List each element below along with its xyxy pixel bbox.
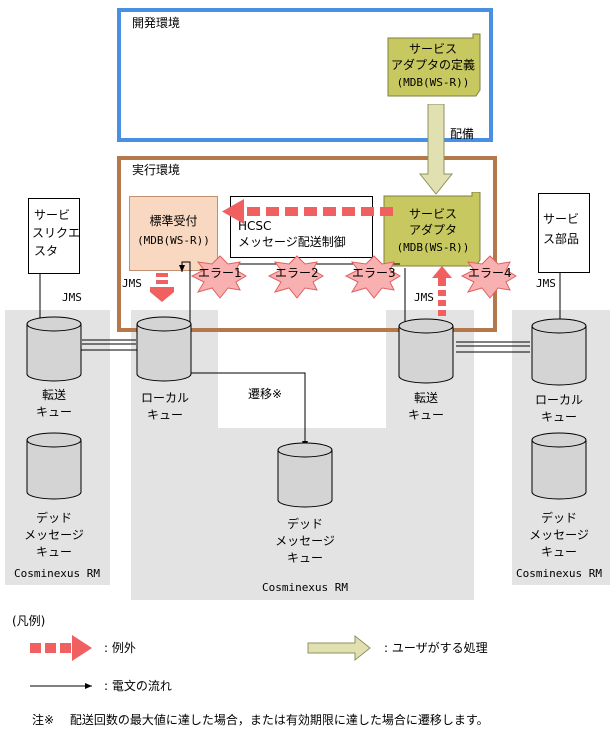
requester-label-2: スリクエ bbox=[32, 226, 81, 240]
center-dead-label-1: デッド bbox=[286, 517, 323, 531]
adapter-def-label-1: サービス bbox=[408, 42, 457, 56]
left-dead-label-2: メッセージ bbox=[24, 528, 84, 542]
error-label-4: エラー4 bbox=[468, 266, 512, 280]
right-dead-label-3: キュー bbox=[540, 545, 577, 559]
center-dead-label-3: キュー bbox=[286, 551, 323, 565]
standard-reception-box bbox=[129, 196, 218, 271]
requester-label-1: サービ bbox=[34, 208, 71, 222]
hcsc-label-1: HCSC bbox=[238, 219, 272, 233]
error-label-3: エラー3 bbox=[352, 266, 396, 280]
service-component-box bbox=[538, 193, 590, 273]
flow-local-to-standard bbox=[179, 261, 191, 350]
adapter-label-1: サービス bbox=[408, 207, 457, 221]
center-rm-label: Cosminexus RM bbox=[261, 581, 349, 594]
hcsc-box bbox=[230, 196, 373, 258]
adapter-label-3: (MDB(WS-R)) bbox=[396, 241, 470, 254]
queue-cylinders bbox=[26, 316, 587, 508]
adapter-label-2: アダプタ bbox=[408, 223, 457, 237]
error-label-2: エラー2 bbox=[275, 266, 319, 280]
adapter-def-shape bbox=[387, 33, 481, 97]
left-dead-label-1: デッド bbox=[35, 511, 72, 525]
dev-env-box bbox=[117, 8, 493, 142]
standard-label-2: (MDB(WS-R)) bbox=[137, 234, 210, 247]
footnote: 注※ 配送回数の最大値に達した場合，または有効期限に達した場合に遷移します。 bbox=[32, 713, 489, 727]
left-rm-label: Cosminexus RM bbox=[13, 567, 101, 580]
adapter-def-label-2: アダプタの定義 bbox=[390, 58, 475, 72]
adapter-shape bbox=[383, 192, 481, 267]
dev-env-label: 開発環境 bbox=[132, 16, 181, 30]
flow-transition bbox=[182, 372, 308, 448]
jms-label-standard: JMS bbox=[122, 277, 142, 290]
error-stars bbox=[190, 255, 517, 299]
right-dead-label-1: デッド bbox=[540, 511, 577, 525]
legend-flow-label: : 電文の流れ bbox=[104, 679, 172, 693]
jms-label-adapter: JMS bbox=[414, 291, 434, 304]
standard-label-1: 標準受付 bbox=[149, 214, 198, 228]
legend-exception-label: : 例外 bbox=[104, 641, 136, 655]
right-transfer-label-2: キュー bbox=[407, 408, 444, 422]
requester-label-3: スタ bbox=[34, 244, 59, 258]
legend-user-icon bbox=[307, 634, 371, 662]
exec-env-label: 実行環境 bbox=[132, 163, 181, 177]
component-label-2: ス部品 bbox=[543, 232, 580, 246]
legend-title: (凡例) bbox=[12, 614, 46, 628]
right-transfer-label-1: 転送 bbox=[413, 391, 438, 405]
center-dead-label-2: メッセージ bbox=[275, 534, 335, 548]
right-dead-label-2: メッセージ bbox=[529, 528, 589, 542]
deploy-label: 配備 bbox=[450, 127, 475, 141]
left-transfer-label-2: キュー bbox=[35, 405, 72, 419]
legend-exception-icon bbox=[30, 635, 92, 661]
component-label-1: サービ bbox=[543, 212, 580, 226]
center-local-label-1: ローカル bbox=[140, 391, 189, 405]
center-local-label-2: キュー bbox=[146, 408, 183, 422]
left-dead-label-3: キュー bbox=[35, 545, 72, 559]
hcsc-label-2: メッセージ配送制御 bbox=[238, 235, 346, 249]
right-local-label-2: キュー bbox=[540, 410, 577, 424]
transition-label: 遷移※ bbox=[248, 387, 283, 401]
error-label-1: エラー1 bbox=[198, 266, 242, 280]
jms-label-component: JMS bbox=[536, 277, 556, 290]
deploy-arrow bbox=[418, 104, 454, 195]
exception-arrows bbox=[150, 199, 452, 316]
adapter-def-label-3: (MDB(WS-R)) bbox=[396, 76, 470, 89]
legend-user-label: : ユーザがする処理 bbox=[384, 641, 488, 655]
right-rm-label: Cosminexus RM bbox=[515, 567, 603, 580]
service-requester-box bbox=[28, 198, 80, 274]
right-local-label-1: ローカル bbox=[534, 393, 583, 407]
exec-env-box bbox=[117, 156, 497, 332]
jms-label-requester: JMS bbox=[62, 291, 82, 304]
left-transfer-label-1: 転送 bbox=[41, 388, 66, 402]
